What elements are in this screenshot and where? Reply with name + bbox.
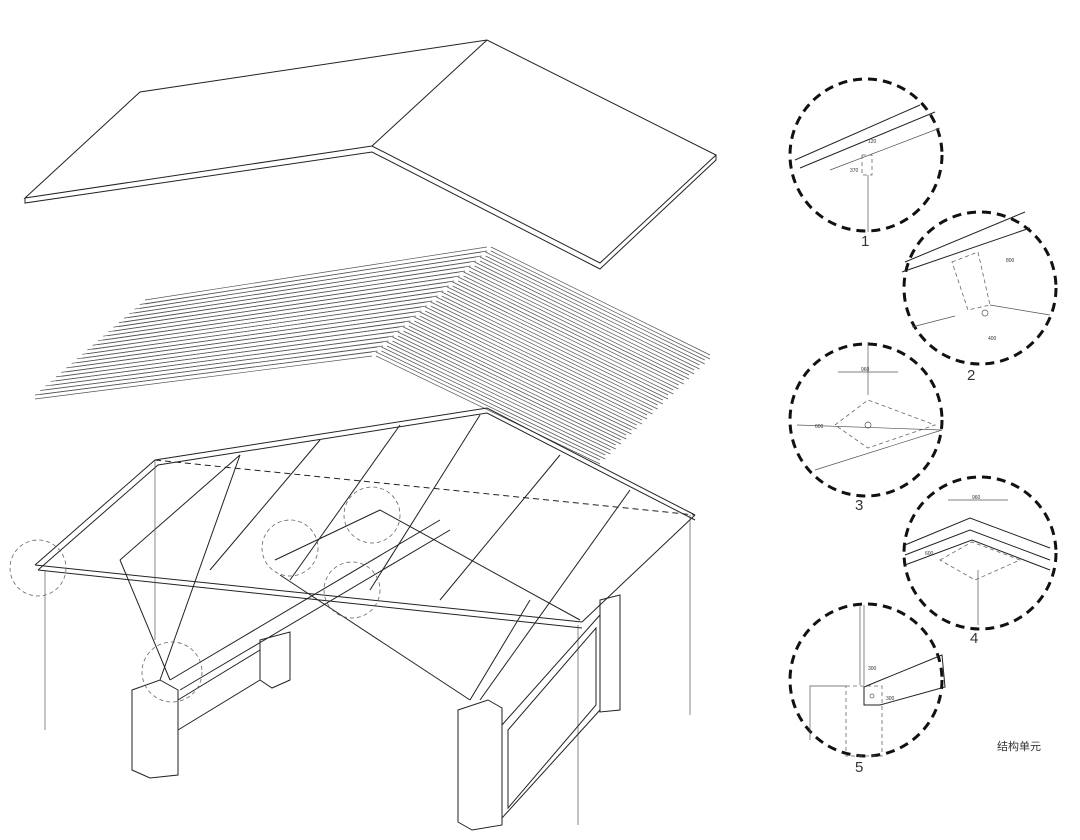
rafter-layer bbox=[34, 246, 711, 465]
rafter bbox=[436, 296, 658, 406]
rafter bbox=[108, 285, 449, 337]
rafter bbox=[414, 316, 637, 426]
rafter bbox=[485, 251, 705, 361]
rafter bbox=[118, 275, 460, 327]
roof-panel bbox=[23, 39, 717, 270]
rafter bbox=[468, 270, 690, 380]
rafter bbox=[55, 335, 394, 382]
rafter bbox=[45, 345, 383, 391]
rafter bbox=[139, 255, 482, 309]
rafter bbox=[97, 295, 438, 346]
svg-text:2: 2 bbox=[967, 367, 975, 384]
rafter bbox=[375, 351, 601, 461]
svg-text:600: 600 bbox=[925, 551, 934, 557]
rafter bbox=[397, 331, 622, 441]
rafter bbox=[113, 280, 455, 332]
rafter bbox=[87, 305, 427, 355]
rafter bbox=[392, 340, 616, 450]
rafter bbox=[479, 260, 700, 370]
rafter bbox=[419, 315, 643, 425]
rafter bbox=[134, 260, 477, 314]
detail-5: 300 300 5 bbox=[788, 602, 946, 776]
rafter bbox=[430, 301, 653, 411]
rafter bbox=[463, 271, 684, 381]
rafter bbox=[61, 330, 400, 377]
rafter bbox=[403, 330, 627, 440]
rafter bbox=[485, 255, 705, 365]
rafter bbox=[34, 355, 373, 400]
rafter bbox=[452, 281, 674, 391]
rafter bbox=[425, 310, 648, 420]
caption-structural-unit: 结构单元 bbox=[997, 740, 1041, 753]
rafter bbox=[66, 325, 405, 373]
svg-text:960: 960 bbox=[972, 495, 981, 501]
rafter bbox=[452, 285, 674, 395]
rafter bbox=[92, 300, 433, 350]
rafter bbox=[441, 291, 664, 401]
rafter bbox=[397, 335, 622, 445]
rafter bbox=[123, 270, 466, 323]
rafter bbox=[430, 305, 653, 415]
svg-text:1: 1 bbox=[861, 233, 869, 250]
svg-text:120: 120 bbox=[868, 139, 877, 145]
rafter bbox=[463, 275, 684, 385]
rafter bbox=[490, 246, 711, 356]
rafter bbox=[386, 341, 611, 451]
svg-text:4: 4 bbox=[970, 630, 978, 647]
svg-text:3: 3 bbox=[855, 497, 863, 514]
rafter bbox=[414, 320, 637, 430]
rafter bbox=[403, 326, 627, 436]
rafter bbox=[457, 280, 679, 390]
rafter bbox=[40, 350, 378, 395]
rafter bbox=[441, 295, 664, 405]
rafter bbox=[103, 290, 444, 341]
svg-text:400: 400 bbox=[988, 336, 997, 342]
detail-4: 960 600 4 bbox=[902, 475, 1058, 647]
rafter bbox=[144, 250, 488, 305]
rafter bbox=[408, 325, 632, 435]
rafter bbox=[419, 311, 643, 421]
rafter bbox=[129, 265, 471, 318]
frame-structure bbox=[34, 407, 696, 831]
rafter bbox=[392, 336, 616, 446]
rafter bbox=[381, 350, 606, 460]
svg-text:5: 5 bbox=[855, 759, 863, 776]
rafter bbox=[50, 340, 389, 386]
rafter bbox=[71, 320, 411, 368]
detail-1: 120 370 1 bbox=[788, 77, 944, 250]
svg-text:300: 300 bbox=[886, 696, 895, 702]
rafter bbox=[457, 276, 679, 386]
svg-text:960: 960 bbox=[861, 367, 870, 373]
rafter bbox=[447, 290, 669, 400]
svg-text:600: 600 bbox=[815, 424, 824, 430]
rafter bbox=[375, 355, 601, 465]
detail-3: 960 600 3 bbox=[788, 342, 944, 514]
svg-text:300: 300 bbox=[868, 666, 877, 672]
rafter bbox=[468, 266, 690, 376]
rafter bbox=[425, 306, 648, 416]
callout-markers bbox=[9, 486, 401, 703]
rafter bbox=[436, 300, 658, 410]
rafter bbox=[408, 321, 632, 431]
rafter bbox=[144, 246, 488, 301]
rafter bbox=[76, 315, 416, 364]
rafter bbox=[82, 310, 422, 359]
rafter bbox=[490, 250, 711, 360]
svg-text:800: 800 bbox=[1006, 258, 1015, 264]
rafter bbox=[386, 345, 611, 455]
rafter bbox=[474, 265, 695, 375]
detail-2: 800 400 2 bbox=[901, 210, 1058, 384]
rafter bbox=[479, 256, 700, 366]
svg-text:370: 370 bbox=[850, 168, 859, 174]
rafter bbox=[381, 346, 606, 456]
rafter bbox=[474, 261, 695, 371]
rafter bbox=[447, 286, 669, 396]
